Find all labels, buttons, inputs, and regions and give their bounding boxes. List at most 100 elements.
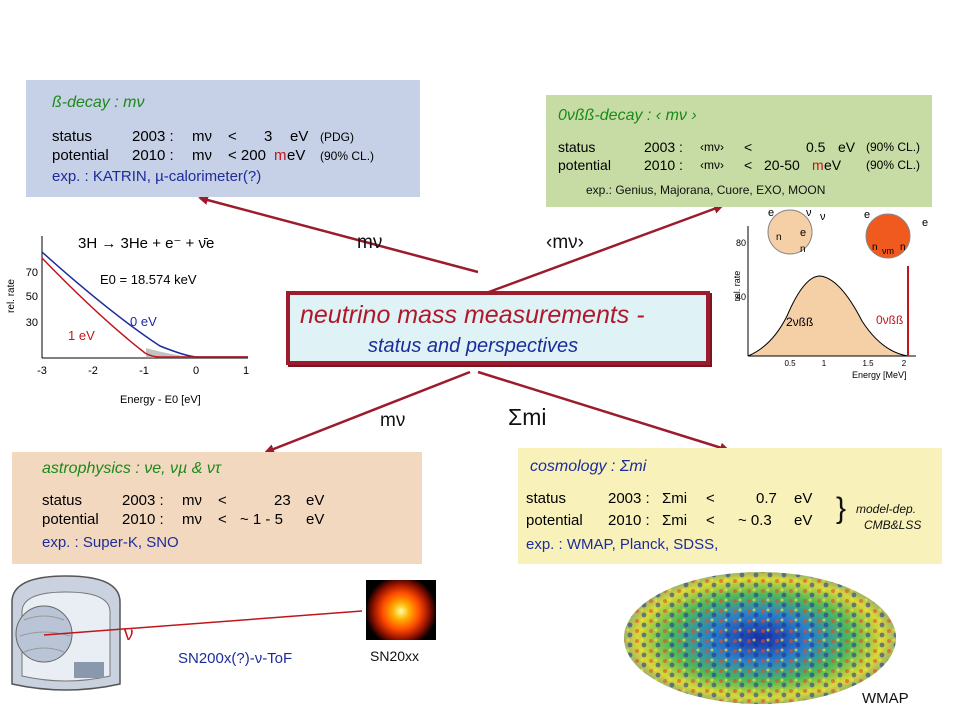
- astro-potential-year: 2010 :: [122, 511, 164, 528]
- cosmo-heading: cosmology : Σmi: [530, 458, 647, 475]
- astro-potential-label: potential: [42, 511, 99, 528]
- beta-plot-ytick-50: 50: [26, 291, 38, 303]
- dbd-status-val: 0.5: [806, 139, 826, 155]
- cosmo-status-year: 2003 :: [608, 490, 650, 507]
- beta-plot-xtick-m1: -1: [139, 365, 149, 377]
- beta-plot-label-1ev: 1 eV: [68, 328, 95, 343]
- dbd-diagram-0v-nucleus: [865, 213, 911, 259]
- cosmo-potential-unit: eV: [794, 512, 813, 529]
- sn-label: SN20xx: [370, 648, 420, 664]
- dbd-potential-val: 20-50: [764, 157, 800, 173]
- dbd-plot-xlabel: Energy [MeV]: [852, 370, 907, 380]
- sn-tof-label: SN200x(?)-ν-ToF: [178, 650, 293, 667]
- astro-status-rel: <: [218, 492, 227, 509]
- beta-status-year: 2003 :: [132, 128, 174, 145]
- cosmo-status-val: 0.7: [756, 490, 777, 507]
- cosmo-brace: }: [836, 492, 847, 525]
- dbd-status-label: status: [558, 139, 596, 155]
- beta-potential-note: (90% CL.): [320, 149, 375, 163]
- dbd-diagram-nu-1: ν: [806, 207, 812, 219]
- arrow-label-top-right: ‹mν›: [546, 232, 584, 253]
- arrow-to-astro: [264, 370, 471, 454]
- dbd-diagram-e-3: e: [864, 209, 870, 221]
- astro-status-unit: eV: [306, 492, 325, 509]
- dbd-potential-year: 2010 :: [644, 157, 683, 173]
- dbd-plot-2v-spectrum: [747, 275, 909, 357]
- beta-status-val: 3: [264, 128, 273, 145]
- beta-plot-xtick-0: 0: [193, 365, 199, 377]
- dbd-potential-unit-ev: eV: [824, 157, 842, 173]
- wmap-label: WMAP: [862, 690, 909, 707]
- beta-potential-unit-m: m: [274, 147, 287, 164]
- sn-tof-arrow: [43, 610, 363, 636]
- beta-plot-curve-0ev: [41, 251, 248, 358]
- beta-plot-ytick-70: 70: [26, 267, 38, 279]
- beta-decay-box: ß-decay : mν status 2003 : mν < 3 eV (PD…: [26, 80, 420, 197]
- beta-plot-curve-1ev: [41, 257, 248, 358]
- beta-plot-xtick-m2: -2: [88, 365, 98, 377]
- dbd-exp: exp.: Genius, Majorana, Cuore, EXO, MOON: [586, 183, 826, 197]
- wmap-sky-map: [624, 572, 896, 704]
- cosmo-potential-label: potential: [526, 512, 583, 529]
- beta-potential-year: 2010 :: [132, 147, 174, 164]
- dbd-diagram-n-4: n: [900, 242, 906, 253]
- astro-box: astrophysics : νe, νµ & ντ status 2003 :…: [12, 452, 422, 564]
- dbd-diagram-e-4: e: [922, 217, 928, 229]
- sn-image: [366, 580, 436, 640]
- cosmo-status-unit: eV: [794, 490, 813, 507]
- cosmo-exp: exp. : WMAP, Planck, SDSS,: [526, 536, 719, 553]
- cosmo-note-2: CMB&LSS: [864, 518, 922, 532]
- dbd-potential-rel: <: [744, 157, 753, 173]
- dbd-diagram-n-2: n: [800, 244, 806, 255]
- beta-status-note: (PDG): [320, 130, 354, 144]
- beta-plot-label-0ev: 0 eV: [130, 314, 157, 329]
- dbd-plot-ytick-40: 40: [736, 292, 746, 302]
- dbd-status-year: 2003 :: [644, 139, 683, 155]
- astro-exp: exp. : Super-K, SNO: [42, 534, 179, 551]
- dbd-plot-ytick-80: 80: [736, 238, 746, 248]
- title-line-1: neutrino mass measurements -: [300, 301, 645, 329]
- dbd-status-rel: <: [744, 139, 753, 155]
- dbd-diagram-e-1: e: [768, 207, 774, 219]
- dbd-potential-note: (90% CL.): [866, 158, 921, 172]
- dbd-plot-xtick-2: 2: [902, 359, 907, 368]
- cosmo-box: cosmology : Σmi status 2003 : Σmi < 0.7 …: [518, 448, 942, 564]
- beta-status-rel: <: [228, 128, 237, 145]
- beta-plot-reaction: 3H → 3He + e⁻ + ν̄e: [78, 235, 214, 252]
- dbd-status-note: (90% CL.): [866, 140, 921, 154]
- dbd-diagram-num: νm: [882, 246, 894, 256]
- beta-potential-sym: mν: [192, 147, 212, 164]
- beta-plot-ytick-30: 30: [26, 317, 38, 329]
- title-line-2: status and perspectives: [368, 335, 579, 357]
- dbd-status-unit: eV: [838, 139, 856, 155]
- beta-status-unit: eV: [290, 128, 309, 145]
- dbd-diagram-n-3: n: [872, 242, 878, 253]
- beta-potential-label: potential: [52, 147, 109, 164]
- dbd-plot-xtick-1: 1: [822, 359, 827, 368]
- arrow-label-bottom-left: mν: [380, 410, 406, 431]
- beta-status-label: status: [52, 128, 93, 145]
- astro-potential-rel: <: [218, 511, 227, 528]
- dbd-spectrum-plot: rel. rate 80 40 0.5 1 1.5 2 Energy [MeV]…: [732, 207, 928, 380]
- dbd-potential-sym: ‹mν›: [700, 158, 724, 172]
- dbd-plot-xtick-15: 1.5: [862, 359, 874, 368]
- cosmo-potential-year: 2010 :: [608, 512, 650, 529]
- beta-heading: ß-decay : mν: [52, 94, 145, 111]
- arrow-label-top-left: mν: [357, 232, 383, 253]
- beta-plot-shaded-area: [146, 348, 196, 358]
- astro-potential-unit: eV: [306, 511, 325, 528]
- sn-nu-label: ν: [124, 624, 134, 645]
- arrow-to-beta: [198, 195, 479, 274]
- cosmo-note-1: model-dep.: [856, 502, 917, 516]
- dbd-diagram-n-1: n: [776, 232, 782, 243]
- cosmo-status-rel: <: [706, 490, 715, 507]
- dbd-potential-unit-m: m: [812, 157, 824, 173]
- astro-potential-val: ~ 1 - 5: [240, 511, 283, 528]
- dbd-plot-label-2v: 2νßß: [786, 315, 813, 329]
- dbd-plot-label-0v: 0νßß: [876, 313, 903, 327]
- beta-plot-ylabel: rel. rate: [6, 279, 17, 313]
- arrow-to-dbd: [477, 204, 724, 298]
- dbd-plot-xtick-05: 0.5: [784, 359, 796, 368]
- beta-plot-xtick-m3: -3: [37, 365, 47, 377]
- beta-status-sym: mν: [192, 128, 212, 145]
